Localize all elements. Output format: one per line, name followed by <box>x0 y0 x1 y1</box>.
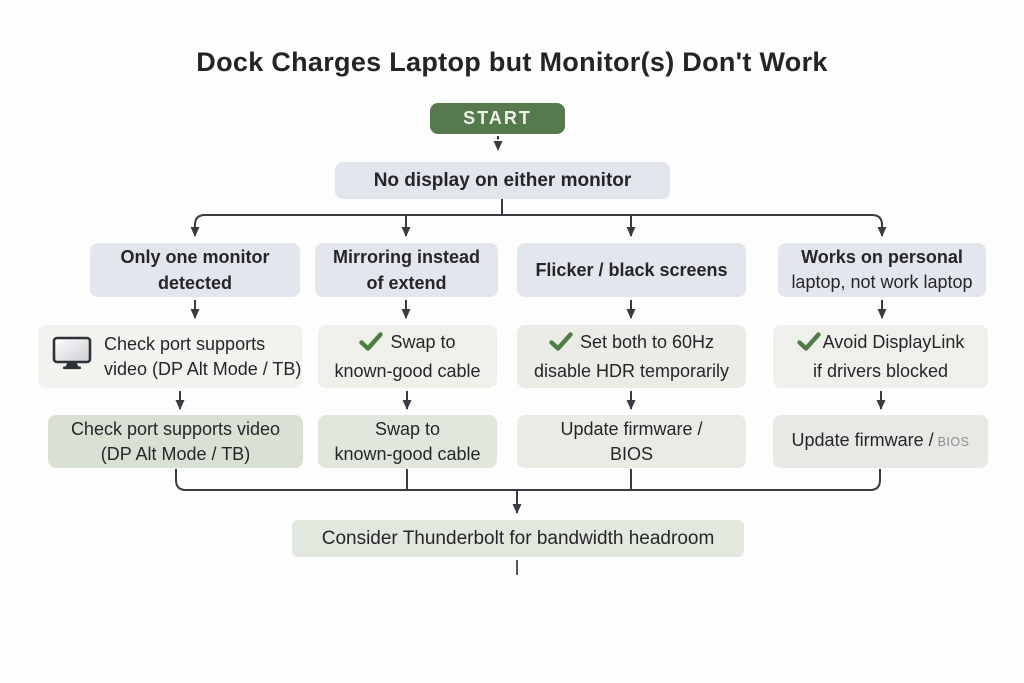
action-node-60hz-hdr: Set both to 60Hz disable HDR temporarily <box>517 325 746 388</box>
action-node-avoid-displaylink: Avoid DisplayLink if drivers blocked <box>773 325 988 388</box>
result-node-check-port: Check port supports video(DP Alt Mode / … <box>48 415 303 468</box>
action-text: Swap to known-good cable <box>334 332 481 381</box>
result-text: Update firmware /BIOS <box>560 418 703 464</box>
root-label: No display on either monitor <box>373 169 632 191</box>
symptom-text: laptop, not work laptop <box>791 272 973 292</box>
check-icon <box>549 332 573 358</box>
symptom-text: Works on personal <box>801 247 963 267</box>
check-icon <box>359 332 384 358</box>
start-label: START <box>463 108 532 128</box>
action-text: Check port supports video (DP Alt Mode /… <box>104 333 302 379</box>
action-text: Set both to 60Hz disable HDR temporarily <box>533 332 730 381</box>
result-text: Check port supports video(DP Alt Mode / … <box>70 418 281 464</box>
page-title: Dock Charges Laptop but Monitor(s) Don't… <box>196 47 828 77</box>
footer-node-thunderbolt: Consider Thunderbolt for bandwidth headr… <box>292 520 744 557</box>
action-text: Avoid DisplayLink if drivers blocked <box>796 329 964 384</box>
action-node-check-port: Check port supports video (DP Alt Mode /… <box>38 325 302 388</box>
root-node: No display on either monitor <box>335 162 670 199</box>
monitor-icon <box>52 336 92 377</box>
start-node: START <box>430 103 565 134</box>
result-node-update-firmware-bios: Update firmware /BIOS <box>773 415 988 468</box>
symptom-text: Flicker / black screens <box>535 260 728 280</box>
result-text: Update firmware /BIOS <box>791 430 970 450</box>
check-icon <box>796 332 821 358</box>
action-node-swap-cable: Swap to known-good cable <box>318 325 497 388</box>
symptom-node-works-on-personal: Works on personal laptop, not work lapto… <box>778 243 986 297</box>
symptom-node-flicker: Flicker / black screens <box>517 243 746 297</box>
result-node-update-firmware: Update firmware /BIOS <box>517 415 746 468</box>
footer-label: Consider Thunderbolt for bandwidth headr… <box>321 527 715 549</box>
